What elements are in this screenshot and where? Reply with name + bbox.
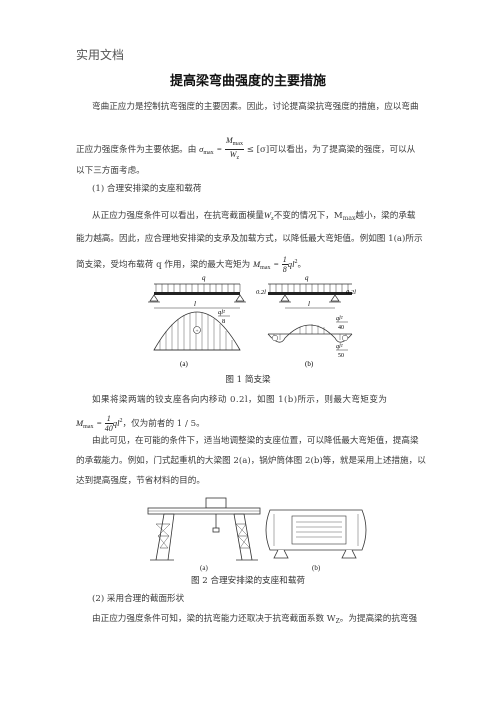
formula-rel: ≤ [σ] [246, 145, 270, 155]
para-example-line-1: 由此可见，在可能的条件下，适当地调整梁的支座位置，可以降低最大弯矩值，提高梁 [92, 436, 419, 446]
figure-1-beam-diagrams: q l + ql² 8 (a) q [148, 274, 356, 368]
para-example-line-2: 的承载能力。例如，门式起重机的大梁图 2(a)，锅炉筒体图 2(b)等，就是采用… [76, 456, 426, 466]
figure-2-caption: 图 2 合理安排梁的支座和载荷 [190, 576, 306, 586]
intro-line-2-pre: 正应力强度条件为主要依据。由 [76, 145, 197, 155]
section-2-heading: (2) 采用合理的截面形状 [92, 594, 185, 604]
figure-1a: q l + ql² 8 (a) [148, 274, 246, 368]
section-2-line-1: 由正应力强度条件可知，梁的抗弯能力还取决于抗弯截面系数 WZ。为提高梁的抗弯强 [92, 614, 418, 625]
intro-line-2: 正应力强度条件为主要依据。由 σmax = Mmax Wz ≤ [σ]可以看出，… [76, 136, 415, 163]
page-header-label: 实用文档 [76, 48, 125, 62]
section-1-line-1: 从正应力强度条件可以看出，在抗弯截面模量Wz不变的情况下，Mmax越小，梁的承载 [92, 210, 416, 222]
intro-line-3: 以下三方面考虑。 [76, 166, 145, 176]
figure-2a-crane: (a) [147, 497, 261, 572]
fig1a-moment-den: 8 [222, 318, 225, 325]
fig2a-label: (a) [200, 564, 208, 572]
fig1b-label: (b) [305, 360, 314, 368]
figure-1b: q 0.2l 0.2l l ql² 40 ql² [256, 274, 356, 368]
formula-sigma: σmax [199, 144, 214, 156]
formula-mmax-1: Mmax [252, 259, 271, 271]
fig1b-dim-left: 0.2l [256, 289, 266, 296]
formula-eq: = [216, 144, 223, 154]
fig1b-neg-num: ql² [336, 344, 343, 350]
fig1b-dim-right: 0.2l [346, 289, 356, 296]
fig1a-label: (a) [180, 360, 188, 368]
figure-2b-boiler: (b) [265, 509, 367, 572]
para-example-line-3: 达到提高强度，节省材料的目的。 [76, 476, 205, 486]
page-title: 提高梁弯曲强度的主要措施 [169, 74, 326, 89]
fig1b-pos-den: 40 [338, 325, 344, 331]
intro-line-2-post: 可以看出，为了提高梁的强度，可以从 [269, 145, 416, 155]
section-1-line-2: 能力越高。因此，应合理地安排梁的支承及加载方式，以降低最大弯矩值。例如图 1(a… [76, 234, 423, 244]
svg-text:+: + [196, 329, 199, 335]
figure-2-crane-and-boiler: (a) (b) [147, 497, 367, 572]
fig1a-l-label: l [194, 300, 196, 308]
intro-line-1: 弯曲正应力是控制抗弯强度的主要因素。因此，讨论提高梁抗弯强度的措施，应以弯曲 [92, 102, 419, 112]
w-symbol: Wz [263, 210, 274, 222]
fig1a-q-label: q [202, 274, 206, 282]
fig1b-neg-den: 50 [338, 353, 344, 359]
fig1a-moment-num: ql² [218, 309, 226, 316]
figure-1-caption: 图 1 简支梁 [225, 375, 271, 385]
para-move-line-1: 如果将梁两端的铰支座各向内移动 0.2l，如图 1(b)所示，则最大弯矩变为 [92, 395, 388, 405]
section-1-heading: (1) 合理安排梁的支座和载荷 [92, 184, 202, 194]
formula-mmax-2: Mmax [76, 418, 94, 430]
formula-fraction: Mmax Wz [224, 136, 244, 161]
fig1b-pos-num: ql² [336, 316, 343, 322]
fig1b-l-label: l [308, 300, 310, 308]
fig1b-q-label: q [305, 274, 309, 282]
fig2b-label: (b) [312, 564, 321, 572]
